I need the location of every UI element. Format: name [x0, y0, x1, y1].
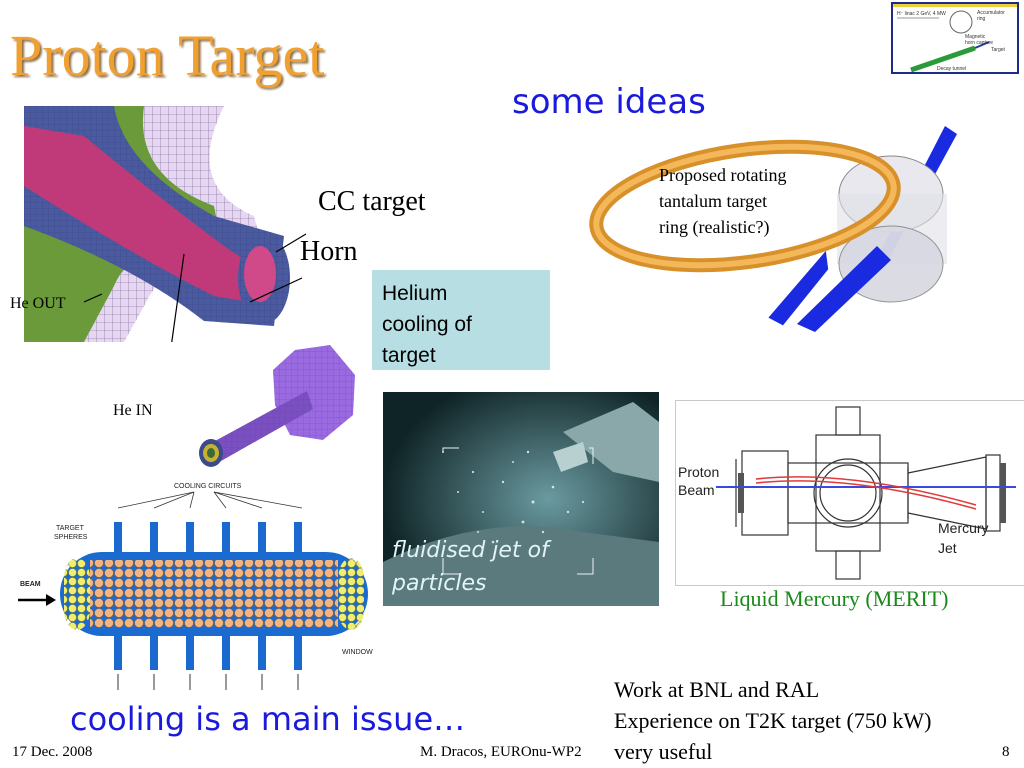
fluidised-jet-caption: fluidised jet of particles [392, 534, 549, 600]
thumbnail-target-label: Target [991, 47, 1006, 53]
merit-schematic-drawing: Proton Beam Mercury Jet [678, 406, 1016, 580]
thumbnail-accumulator-label: Accumulator [977, 10, 1005, 16]
work-note: Work at BNL and RAL Experience on T2K ta… [614, 674, 931, 767]
slide-subtitle: some ideas [512, 82, 706, 122]
thumbnail-horn-label: Magnetic [965, 34, 986, 40]
cc-target-pointer [275, 233, 307, 253]
thumbnail-horn-label-2: horn capture [965, 40, 993, 46]
he-out-label: He OUT [10, 295, 66, 312]
cc-target-label: CC target [318, 186, 426, 217]
helium-cooling-line: target [382, 344, 436, 367]
thumbnail-accumulator-label-2: ring [977, 16, 986, 22]
target-spheres-label-2: SPHERES [54, 534, 88, 541]
merit-mercury-label: Mercury [938, 520, 989, 536]
rotating-ring-caption-line: Proposed rotating [659, 165, 787, 185]
helium-cooled-tube-target [199, 345, 355, 467]
fluidised-jet-caption-line: particles [392, 571, 487, 596]
slide-title: Proton Target [10, 23, 325, 88]
horn-pointer [249, 277, 303, 303]
fluidised-jet-graphic [383, 392, 659, 606]
layout-thumbnail-diagram: H⁻ linac 2 GeV, 4 MW Accumulator ring Ma… [893, 4, 1017, 73]
sphere-target-diagram: COOLING CIRCUITS TARGET SPHERES BEAM WIN… [18, 483, 373, 690]
rotating-ring-caption-line: tantalum target [659, 191, 768, 211]
window-label: WINDOW [342, 649, 373, 656]
cooling-circuits-label: COOLING CIRCUITS [174, 483, 242, 490]
work-note-line: Experience on T2K target (750 kW) [614, 708, 932, 733]
he-out-pointer [83, 293, 103, 303]
layout-thumbnail: H⁻ linac 2 GeV, 4 MW Accumulator ring Ma… [891, 2, 1019, 74]
fluidised-jet-caption-line: fluidised jet of [392, 538, 549, 563]
merit-caption: Liquid Mercury (MERIT) [720, 586, 949, 611]
helium-cooling-line: Helium [382, 282, 448, 305]
merit-schematic: Proton Beam Mercury Jet [675, 400, 1024, 586]
beam-label: BEAM [20, 581, 41, 588]
rotating-tantalum-ring [589, 126, 957, 332]
horn-label: Horn [300, 236, 358, 267]
he-in-label: He IN [113, 402, 153, 419]
work-note-line: very useful [614, 739, 713, 764]
merit-beam-label: Beam [678, 482, 715, 498]
rotating-ring-caption-line: ring (realistic?) [659, 217, 770, 237]
helium-cooling-line: cooling of [382, 313, 472, 336]
footer-page-number: 8 [1002, 744, 1010, 760]
he-in-pointer [171, 253, 185, 342]
target-spheres-label: TARGET [56, 525, 85, 532]
fluidised-jet-photo [383, 392, 659, 606]
merit-proton-label: Proton [678, 464, 719, 480]
footer-date: 17 Dec. 2008 [12, 744, 93, 760]
cooling-issue-note: cooling is a main issue… [70, 700, 466, 738]
thumbnail-linac-label: H⁻ linac 2 GeV, 4 MW [897, 11, 946, 17]
work-note-line: Work at BNL and RAL [614, 677, 820, 702]
footer-author: M. Dracos, EUROnu-WP2 [420, 744, 582, 760]
cc-target-horn-mesh [24, 106, 307, 342]
helium-cooling-box: Helium cooling of target [372, 270, 550, 370]
merit-jet-label: Jet [938, 540, 957, 556]
thumbnail-decay-label: Decay tunnel [937, 66, 966, 72]
rotating-ring-caption: Proposed rotating tantalum target ring (… [659, 162, 787, 240]
